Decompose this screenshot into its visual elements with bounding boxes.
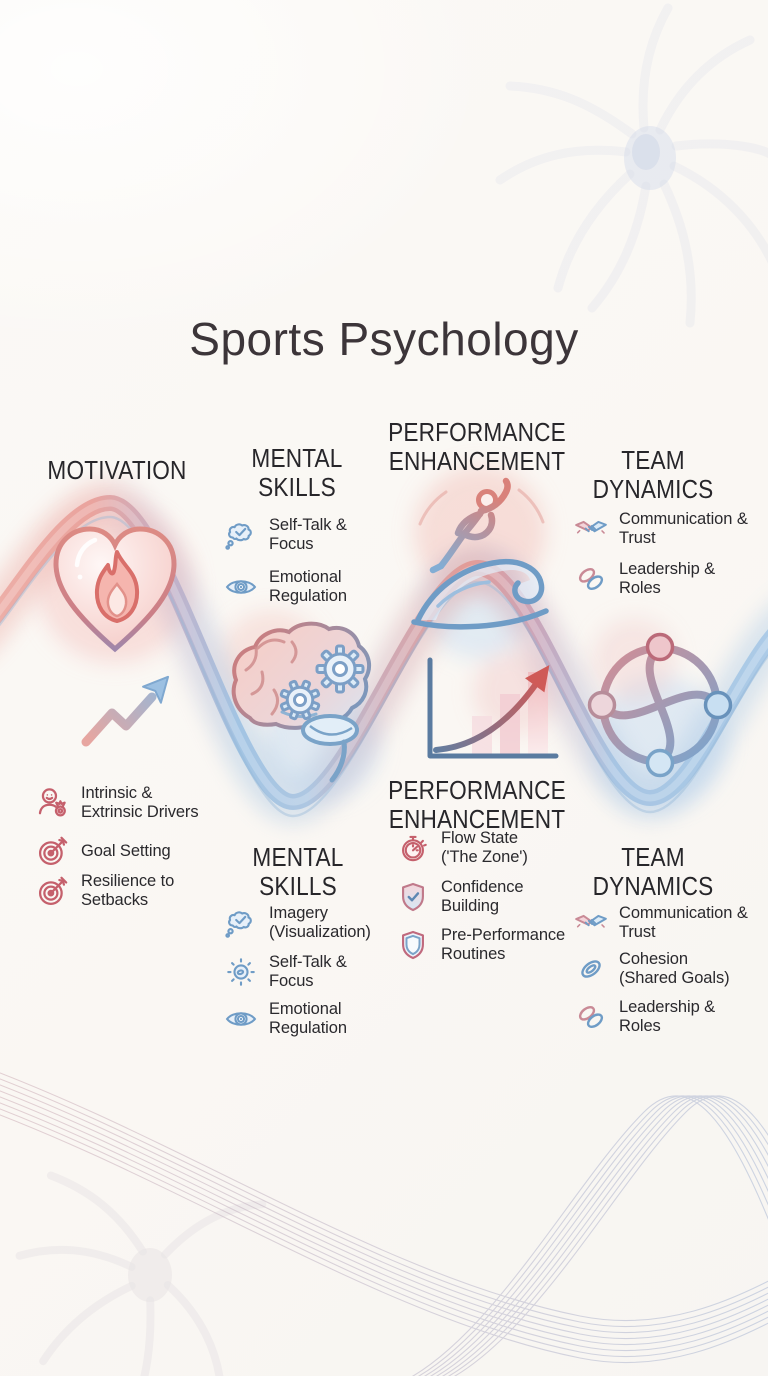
header-performance-top: PERFORMANCE ENHANCEMENT bbox=[388, 417, 566, 477]
stopwatch-icon bbox=[396, 831, 430, 865]
item-label: Emotional Regulation bbox=[269, 568, 347, 605]
item-label: Communication & Trust bbox=[619, 510, 748, 547]
list-item: Communication & Trust bbox=[574, 904, 749, 941]
item-label: Cohesion (Shared Goals) bbox=[619, 950, 730, 987]
header-team-dynamics-bottom: TEAM DYNAMICS bbox=[592, 842, 714, 902]
list-item: Communication & Trust bbox=[574, 510, 749, 547]
item-label: Imagery (Visualization) bbox=[269, 904, 371, 941]
list-item: Self-Talk & Focus bbox=[224, 953, 354, 990]
item-label: Intrinsic & Extrinsic Drivers bbox=[81, 784, 199, 821]
item-label: Communication & Trust bbox=[619, 904, 748, 941]
eye-icon bbox=[224, 1002, 258, 1036]
focus-sun-icon bbox=[224, 955, 258, 989]
list-item: Intrinsic & Extrinsic Drivers bbox=[36, 784, 211, 821]
chain-link-icon bbox=[574, 952, 608, 986]
page-title: Sports Psychology bbox=[189, 313, 579, 365]
list-item: Goal Setting bbox=[36, 834, 221, 868]
list-item: Emotional Regulation bbox=[224, 1000, 364, 1037]
person-medal-icon bbox=[36, 786, 70, 820]
item-label: Confidence Building bbox=[441, 878, 524, 915]
header-team-dynamics-top: TEAM DYNAMICS bbox=[592, 445, 714, 505]
item-label: Leadership & Roles bbox=[619, 560, 716, 597]
chain-links-icon bbox=[574, 1000, 608, 1034]
list-item: Resilience to Setbacks bbox=[36, 872, 196, 909]
chain-links-icon bbox=[574, 562, 608, 596]
list-item: Confidence Building bbox=[396, 878, 536, 915]
shield-icon bbox=[396, 928, 430, 962]
item-label: Pre-Performance Routines bbox=[441, 926, 566, 963]
list-item: Flow State ('The Zone') bbox=[396, 829, 551, 866]
handshake-icon bbox=[574, 512, 608, 546]
handshake-icon bbox=[574, 906, 608, 940]
team-ring-icon bbox=[587, 632, 733, 778]
item-label: Goal Setting bbox=[81, 841, 171, 860]
thought-check-icon bbox=[224, 906, 258, 940]
list-item: Leadership & Roles bbox=[574, 560, 719, 597]
brain-gears-icon bbox=[231, 621, 372, 783]
target-dart-icon bbox=[36, 834, 70, 868]
target-dart-icon bbox=[36, 874, 70, 908]
item-label: Resilience to Setbacks bbox=[81, 872, 175, 909]
list-item: Cohesion (Shared Goals) bbox=[574, 950, 744, 987]
list-item: Pre-Performance Routines bbox=[396, 926, 576, 963]
item-label: Leadership & Roles bbox=[619, 998, 716, 1035]
heart-flame-icon bbox=[53, 526, 177, 653]
item-label: Flow State ('The Zone') bbox=[441, 829, 528, 866]
header-mental-skills-bottom: MENTAL SKILLS bbox=[252, 842, 344, 902]
list-item: Emotional Regulation bbox=[224, 568, 364, 605]
shield-check-icon bbox=[396, 880, 430, 914]
item-label: Emotional Regulation bbox=[269, 1000, 347, 1037]
item-label: Self-Talk & Focus bbox=[269, 953, 347, 990]
thought-check-icon bbox=[224, 518, 258, 552]
list-item: Imagery (Visualization) bbox=[224, 904, 389, 941]
neuron-top-right-icon bbox=[495, 3, 768, 328]
header-performance-bottom: PERFORMANCE ENHANCEMENT bbox=[388, 775, 566, 835]
eye-icon bbox=[224, 570, 258, 604]
neuron-bottom-left-icon bbox=[15, 1171, 267, 1376]
item-label: Self-Talk & Focus bbox=[269, 516, 347, 553]
growth-arrow-icon bbox=[81, 675, 170, 747]
header-mental-skills-top: MENTAL SKILLS bbox=[251, 443, 343, 503]
runner-wave-icon bbox=[411, 477, 549, 630]
growth-chart-icon bbox=[427, 657, 559, 759]
header-motivation: MOTIVATION bbox=[47, 455, 187, 485]
list-item: Self-Talk & Focus bbox=[224, 516, 354, 553]
list-item: Leadership & Roles bbox=[574, 998, 719, 1035]
